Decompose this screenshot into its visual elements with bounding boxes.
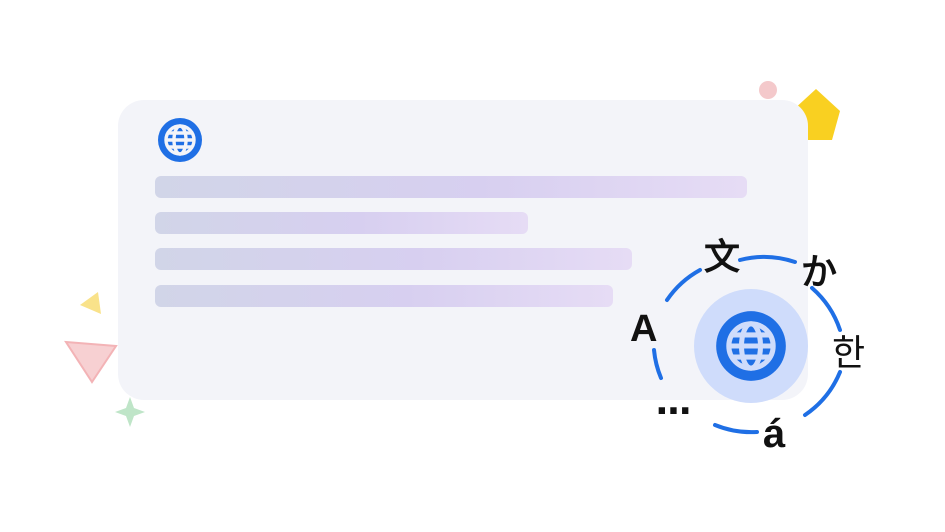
- globe-icon: [716, 311, 786, 381]
- text-placeholder-line: [155, 285, 613, 307]
- pink-triangle: [64, 340, 118, 384]
- pink-dot: [759, 81, 777, 99]
- translate-hub: [694, 289, 808, 403]
- language-glyph-accented: á: [763, 412, 786, 456]
- text-placeholder-line: [155, 248, 632, 270]
- globe-icon: [158, 118, 202, 162]
- yellow-triangle: [80, 292, 101, 314]
- text-placeholder-line: [155, 176, 747, 198]
- language-glyph-more: ...: [655, 382, 692, 423]
- content-card: [118, 100, 808, 400]
- language-glyph-latin: A: [630, 308, 658, 350]
- language-glyph-chinese: 文: [704, 237, 741, 278]
- language-glyph-japanese: か: [801, 252, 838, 293]
- green-sparkle: [115, 397, 145, 427]
- language-glyph-korean: 한: [832, 333, 866, 374]
- text-placeholder-line: [155, 212, 528, 234]
